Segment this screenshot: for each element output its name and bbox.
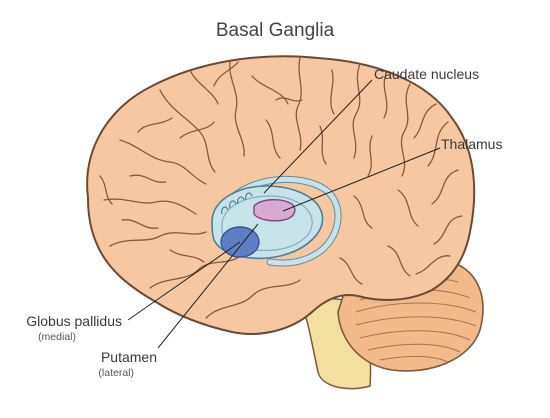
leader-lines: [127, 79, 441, 349]
leader-putamen: [157, 223, 259, 349]
label-putamen: Putamen: [100, 349, 157, 365]
thalamus: [253, 199, 296, 222]
leader-globus-pallidus: [127, 241, 241, 321]
basal-ganglia: [211, 175, 342, 267]
leader-caudate: [263, 79, 373, 194]
label-thalamus: Thalamus: [441, 136, 503, 152]
label-putamen-note: (lateral): [98, 367, 134, 379]
label-caudate-nucleus: Caudate nucleus: [374, 66, 480, 82]
diagram-title: Basal Ganglia: [215, 20, 335, 41]
leader-thalamus: [282, 147, 441, 212]
label-globus-pallidus-note: (medial): [38, 331, 76, 343]
cortex-sulci: [99, 57, 463, 319]
label-globus-pallidus: Globus pallidus: [26, 313, 122, 329]
caudate-lobules: [221, 192, 253, 215]
